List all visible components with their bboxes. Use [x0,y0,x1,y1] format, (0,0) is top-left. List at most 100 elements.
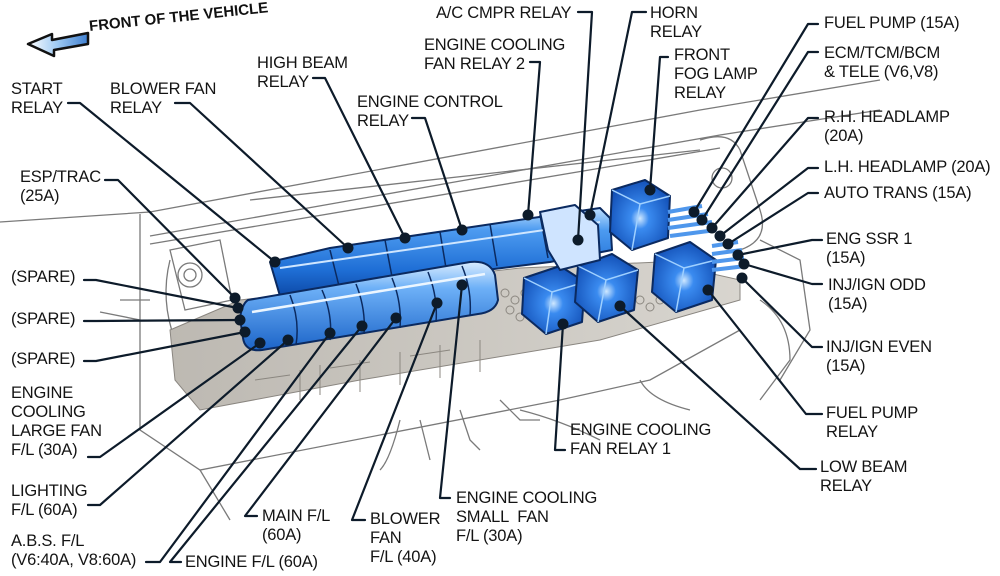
relay-front-fog [539,204,601,271]
callout-label-line: FUEL PUMP [826,404,919,422]
callout-label-ac-cmpr-relay: A/C CMPR RELAY [436,4,572,23]
callout-label-rh-headlamp: R.H. HEADLAMP(20A) [824,108,950,146]
callout-label-line: (15A) [826,357,866,375]
callout-label-line: F/L (60A) [11,501,78,519]
callout-dot-ac-cmpr-relay [572,234,584,246]
callout-label-line: AUTO TRANS (15A) [824,184,972,202]
leader-line-eng-ssr-1 [736,238,824,257]
callout-dot-fuel-pump-15a [688,206,700,218]
callout-label-spare-2: (SPARE) [11,310,76,329]
leader-line-front-fog-lamp-relay [648,55,670,192]
callout-label-line: RELAY [826,423,878,441]
callout-label-line: RELAY [110,99,162,117]
callout-label-line: RELAY [650,23,702,41]
callout-label-line: F/L (30A) [11,441,78,459]
callout-label-line: FAN RELAY 1 [570,440,671,458]
callout-dot-main-fl [390,312,402,324]
leader-line-low-beam-relay [618,304,818,471]
leader-line-auto-trans [726,191,820,246]
callout-label-line: INJ/IGN EVEN [826,338,932,356]
callout-label-spare-1: (SPARE) [11,268,76,287]
callout-label-inj-ign-even: INJ/IGN EVEN(15A) [826,338,932,376]
callout-label-esp-trac: ESP/TRAC(25A) [20,168,101,206]
callout-dot-abs-fl [324,327,336,339]
callout-label-line: R.H. HEADLAMP [824,108,950,126]
callout-label-line: FAN [370,529,402,547]
callout-dot-spare-3 [239,326,251,338]
callout-label-line: RELAY [257,73,309,91]
arrow-left-icon [26,31,90,58]
leader-line-fuel-pump-relay [706,288,824,416]
callout-label-line: (SPARE) [11,350,76,368]
callout-dot-fuel-pump-relay [702,284,714,296]
callout-label-line: A.B.S. F/L [11,532,85,550]
callout-dot-inj-ign-odd [738,258,750,270]
callout-dot-auto-trans [722,238,734,250]
callout-label-line: A/C CMPR RELAY [436,4,572,22]
callout-label-line: BLOWER FAN [110,80,217,98]
callout-label-line: BLOWER [370,510,441,528]
callout-label-line: F/L (40A) [370,548,437,566]
callout-label-line: RELAY [674,84,726,102]
callout-label-line: ENG SSR 1 [826,230,913,248]
callout-label-line: ENGINE COOLING [424,36,566,54]
callout-label-line: RELAY [11,99,63,117]
callout-dot-esp-trac [229,292,241,304]
callout-dot-spare-1 [232,302,244,314]
callout-label-lh-headlamp: L.H. HEADLAMP (20A) [824,158,991,177]
callout-label-line: START [11,80,63,98]
callout-label-line: ENGINE F/L (60A) [185,553,318,571]
callout-dot-rh-headlamp [706,222,718,234]
callout-label-line: FAN RELAY 2 [424,55,525,73]
leader-line-start-relay [66,101,277,264]
leader-line-esp-trac [103,178,237,300]
callout-dot-engine-cooling-small-fan [456,279,468,291]
leader-line-blower-fan-fl [350,301,439,522]
callout-dot-low-beam-relay [614,300,626,312]
callout-label-abs-fl: A.B.S. F/L(V6:40A, V8:60A) [11,532,136,570]
callout-dot-blower-fan-fl [431,297,443,309]
callout-dot-engine-cooling-fan-relay-1 [557,318,569,330]
callout-label-line: (15A) [826,249,866,267]
callout-label-line: F/L (30A) [456,527,523,545]
leader-line-spare-3 [82,330,247,363]
callout-label-line: LARGE FAN [11,422,102,440]
callout-label-inj-ign-odd: INJ/IGN ODD(15A) [828,276,926,314]
callout-label-line: ENGINE COOLING [570,421,712,439]
callout-label-line: RELAY [820,477,872,495]
leader-line-engine-cooling-large-fan [86,341,262,459]
leader-lines [66,10,824,564]
callout-label-line: FRONT [674,46,730,64]
callout-dot-blower-fan-relay [342,242,354,254]
relay-horn [609,179,671,251]
callout-label-eng-ssr-1: ENG SSR 1(15A) [826,230,912,268]
callout-label-line: L.H. HEADLAMP (20A) [824,158,991,176]
callout-label-line: LOW BEAM [820,458,908,476]
callout-dot-spare-2 [234,314,246,326]
callout-label-line: INJ/IGN ODD [828,276,926,294]
leader-line-ac-cmpr-relay [576,10,594,242]
leader-line-inj-ign-odd [742,262,824,286]
relay-fuel-pump [651,241,717,313]
callout-dot-ecm-tcm-bcm-tele [696,214,708,226]
callout-label-line: HIGH BEAM [257,54,348,72]
leader-line-spare-1 [82,278,240,310]
callout-label-main-fl: MAIN F/L(60A) [262,507,330,545]
callout-label-line: ENGINE CONTROL [357,93,503,111]
callout-label-line: FOG LAMP [674,65,758,83]
callout-label-line: SMALL FAN [456,508,549,526]
leader-line-engine-cooling-fan-relay-2 [526,60,542,217]
callout-label-line: ENGINE COOLING [456,489,598,507]
leader-line-spare-2 [82,318,242,323]
fuse-bar-front [239,260,499,352]
callout-label-line: (SPARE) [11,268,76,286]
leader-line-lh-headlamp [718,166,820,238]
cube-relays [521,179,717,335]
